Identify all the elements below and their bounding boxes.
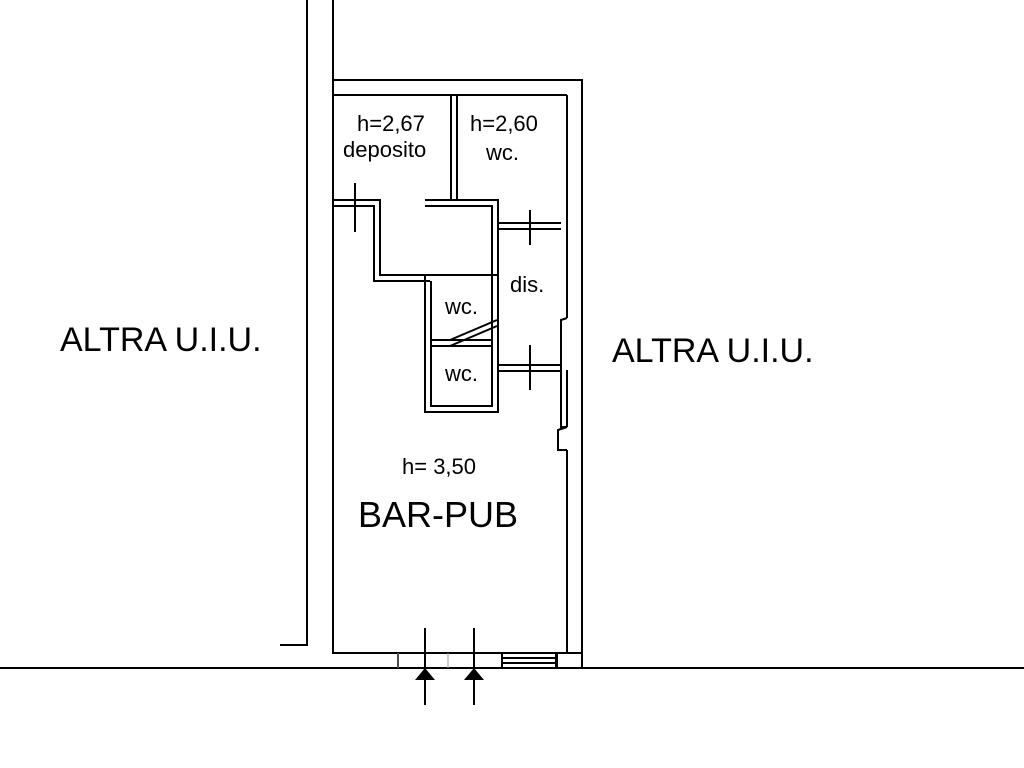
wc-top-height-label: h=2,60	[470, 111, 538, 136]
entrance-arrow-2	[464, 668, 484, 680]
bar-pub-name-label: BAR-PUB	[358, 494, 519, 535]
deposito-lower-wall-inner	[333, 205, 430, 282]
right-neighbour-label: ALTRA U.I.U.	[612, 332, 814, 370]
deposito-height-label: h=2,67	[357, 111, 425, 136]
right-wall-recess-2	[557, 426, 568, 451]
entrance-step	[501, 652, 557, 669]
wc-middle-2-name-label: wc.	[445, 361, 478, 386]
outer-wall-left	[332, 80, 398, 654]
bar-pub-height-label: h= 3,50	[402, 454, 477, 479]
wc-top-lower-wall-inner	[425, 205, 493, 407]
middle-wc-door	[449, 319, 498, 341]
middle-wc-door-2	[449, 325, 498, 347]
wc-middle-1-name-label: wc.	[445, 294, 478, 319]
deposito-lower-wall	[333, 199, 498, 276]
outer-wall	[332, 0, 583, 668]
wc-top-lower-wall	[424, 199, 499, 413]
wc-top-name-label: wc.	[486, 140, 519, 165]
left-neighbour-label: ALTRA U.I.U.	[60, 321, 262, 359]
entrance-arrow-1	[415, 668, 435, 680]
left-neighbour-wall	[280, 0, 308, 646]
dis-name-label: dis.	[510, 272, 545, 297]
deposito-name-label: deposito	[343, 137, 427, 162]
